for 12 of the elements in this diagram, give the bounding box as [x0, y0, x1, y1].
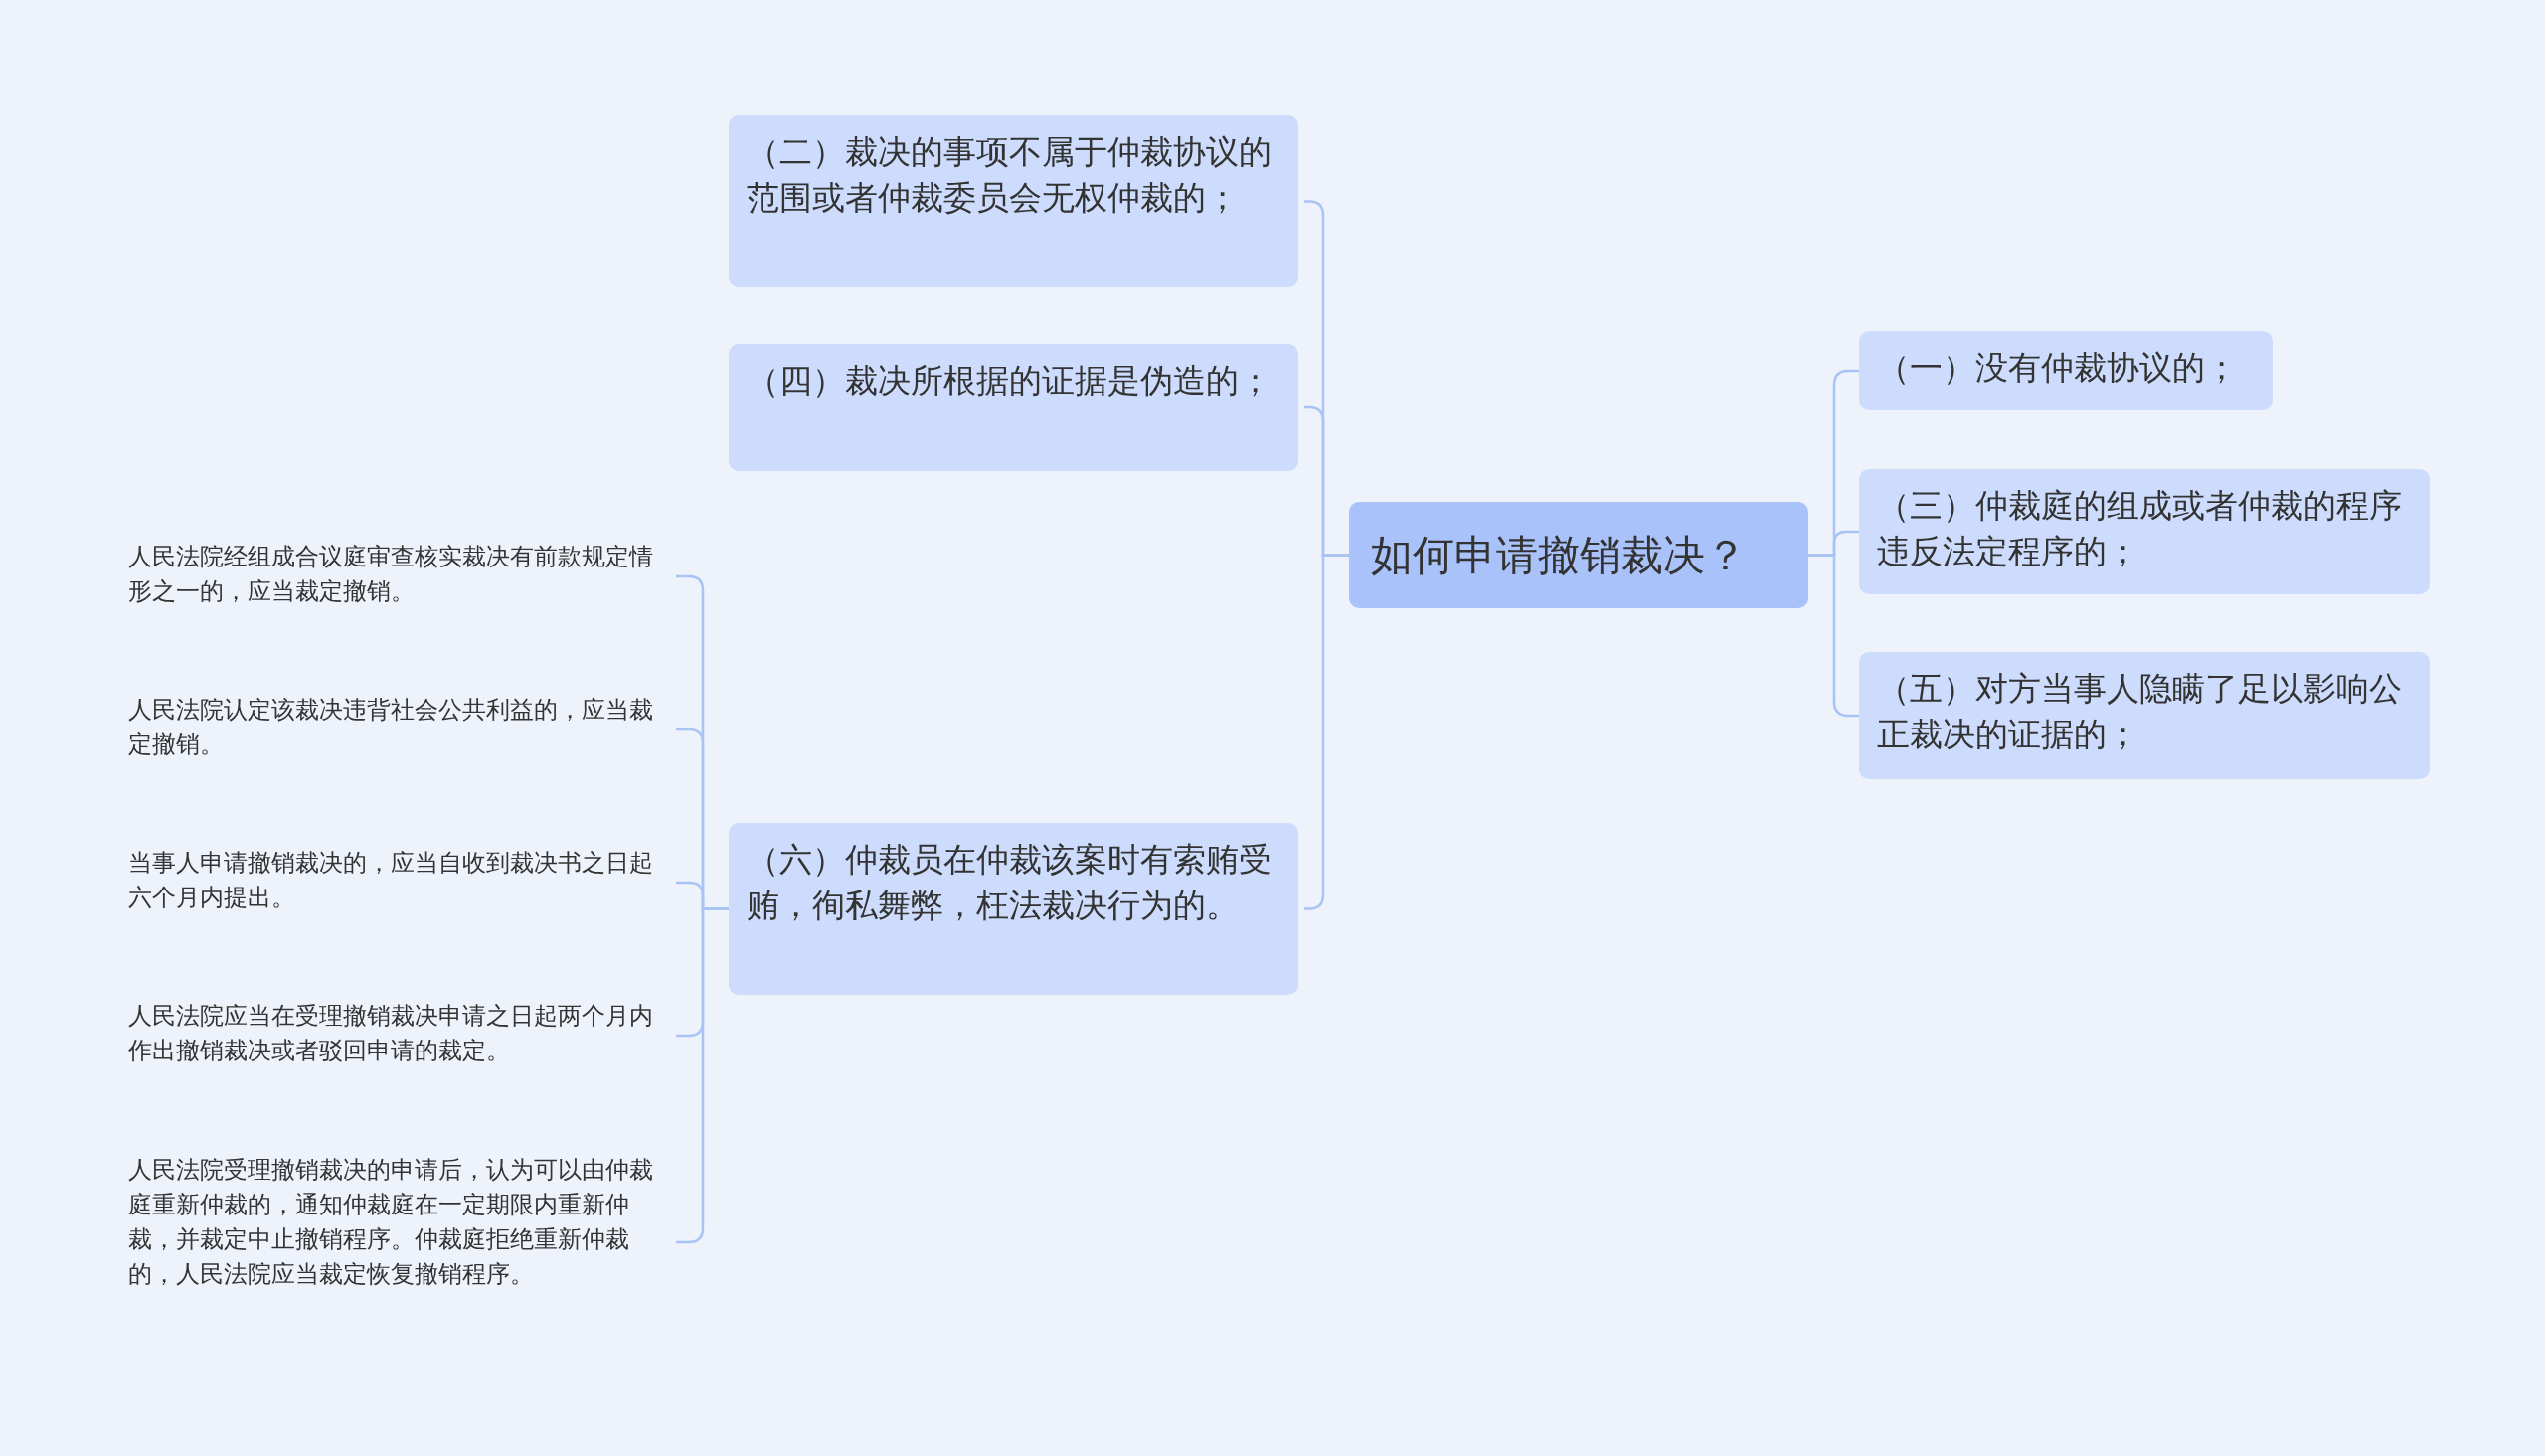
topic-box: （四）裁决所根据的证据是伪造的；	[729, 344, 1298, 471]
topic-box: （五）对方当事人隐瞒了足以影响公正裁决的证据的；	[1859, 652, 2430, 779]
topic-box: （二）裁决的事项不属于仲裁协议的范围或者仲裁委员会无权仲裁的；	[729, 115, 1298, 287]
note-text: 人民法院经组成合议庭审查核实裁决有前款规定情形之一的，应当裁定撤销。	[128, 540, 670, 613]
note-text: 人民法院认定该裁决违背社会公共利益的，应当裁定撤销。	[128, 693, 670, 766]
topic-box: （三）仲裁庭的组成或者仲裁的程序违反法定程序的；	[1859, 469, 2430, 594]
topic-box: （一）没有仲裁协议的；	[1859, 331, 2273, 410]
central-topic-box: 如何申请撤销裁决？	[1349, 502, 1808, 608]
note-text: 人民法院受理撤销裁决的申请后，认为可以由仲裁庭重新仲裁的，通知仲裁庭在一定期限内重新仲裁，并裁定中止撤销程序。仲裁庭拒绝重新仲裁的，人民法院应当裁定恢复撤销程序。	[128, 1153, 670, 1332]
note-text: 人民法院应当在受理撤销裁决申请之日起两个月内作出撤销裁决或者驳回申请的裁定。	[128, 999, 670, 1072]
note-text: 当事人申请撤销裁决的，应当自收到裁决书之日起六个月内提出。	[128, 846, 670, 919]
topic-box: （六）仲裁员在仲裁该案时有索贿受贿，徇私舞弊，枉法裁决行为的。	[729, 823, 1298, 995]
